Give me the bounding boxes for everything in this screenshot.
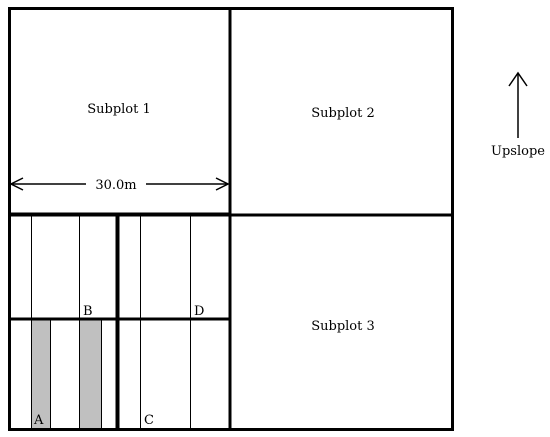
strip-label-c: C [144, 413, 154, 428]
dimension-label: 30.0m [95, 178, 136, 193]
shaded-strip-b [80, 320, 101, 428]
strip-label-b: B [83, 304, 93, 319]
upslope-arrowhead [508, 71, 528, 87]
strip-label-a: A [33, 413, 44, 428]
strip-label-d: D [194, 304, 204, 319]
subplot-2-label: Subplot 2 [311, 106, 375, 121]
subplot-1-label: Subplot 1 [87, 102, 151, 117]
plot-boundaries [8, 7, 454, 431]
strip-dividers [31, 216, 191, 428]
shaded-strip-a [31, 320, 50, 428]
subplot-3-label: Subplot 3 [311, 319, 375, 334]
upslope-label: Upslope [491, 144, 545, 159]
